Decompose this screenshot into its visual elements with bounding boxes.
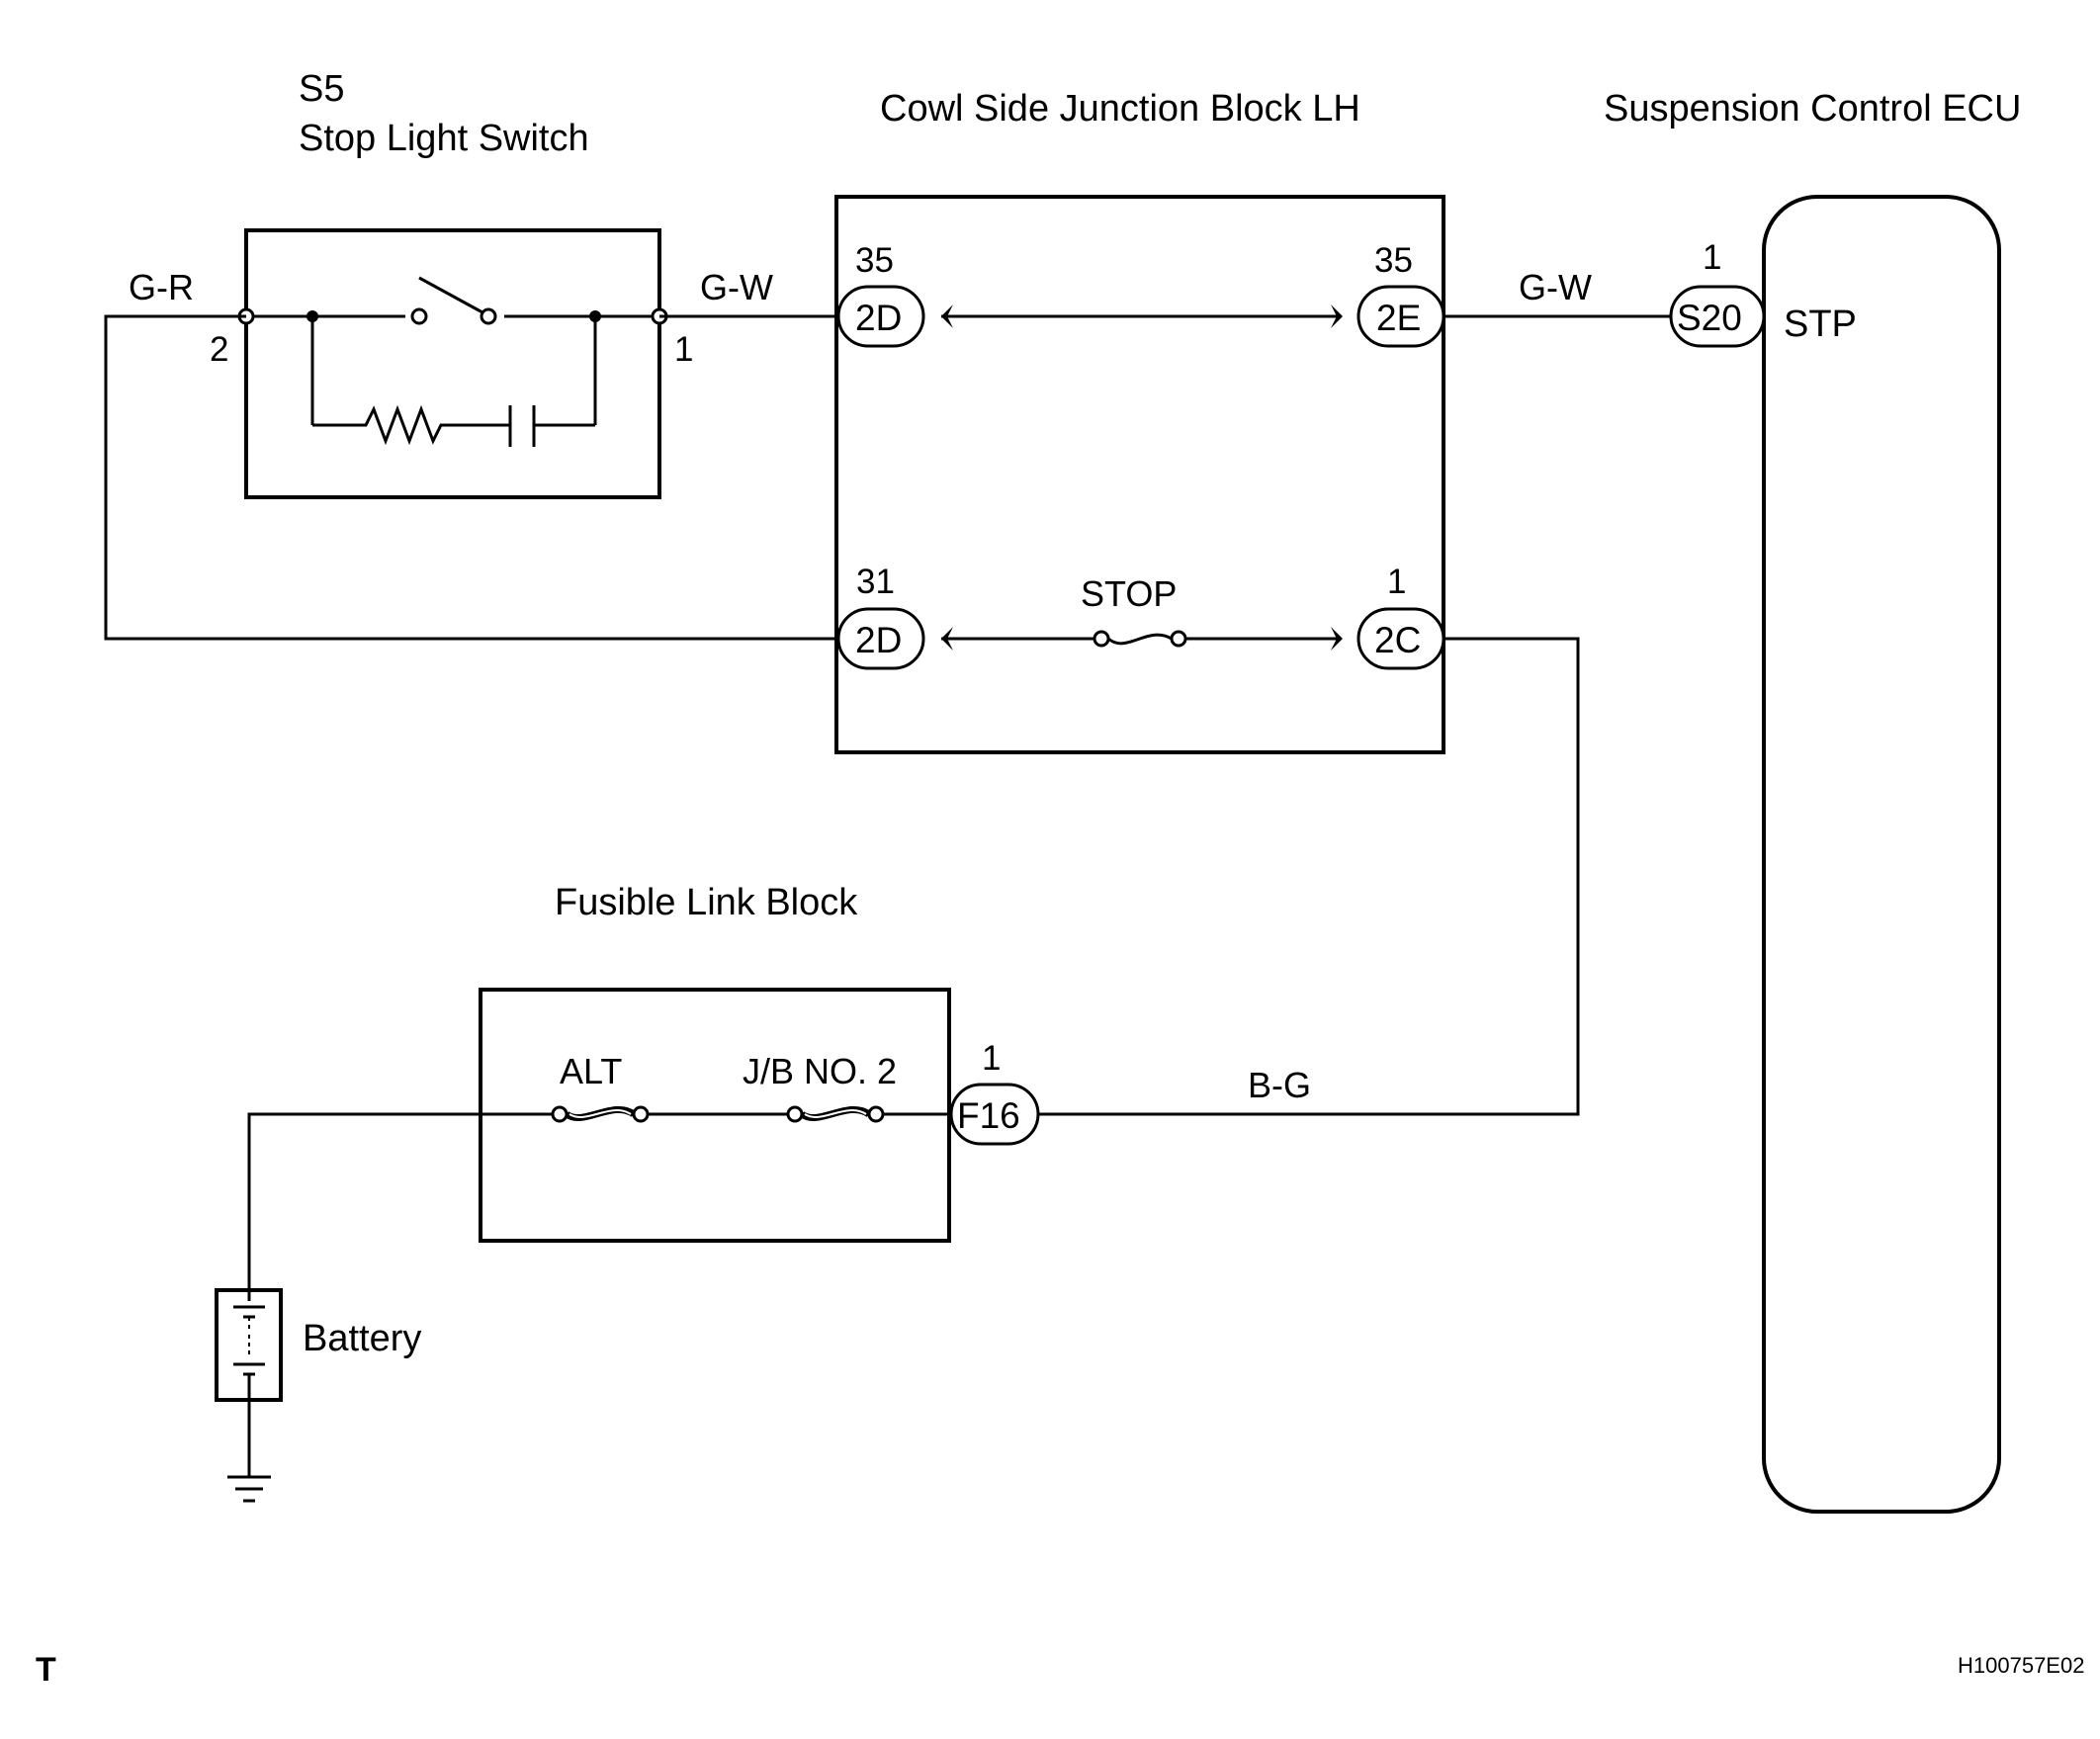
fusible-link-block: [479, 988, 951, 1243]
wire-battery-feed: [247, 1112, 481, 1290]
connector-s20: S20: [1669, 285, 1766, 348]
wire-g-r: [104, 314, 840, 641]
connector-f16: F16: [949, 1083, 1040, 1146]
switch-title: Stop Light Switch: [299, 118, 589, 159]
connector-pin: 35: [855, 241, 894, 280]
connector-pin: 31: [856, 563, 895, 601]
switch-contact-icon: [410, 307, 428, 325]
suspension-control-ecu: [1762, 195, 2001, 1514]
wire-label-g-w-switch: G-W: [700, 267, 773, 307]
switch-contact-icon: [480, 307, 497, 325]
ground-icon: [227, 1475, 271, 1503]
connector-label: 2D: [855, 298, 902, 338]
switch-code: S5: [299, 68, 344, 110]
connector-pin: 35: [1374, 241, 1413, 280]
ecu-title: Suspension Control ECU: [1604, 88, 2021, 130]
battery-icon: [215, 1288, 283, 1402]
stop-light-switch: [237, 228, 668, 499]
connector-2d-top: 2D: [836, 285, 925, 348]
connector-2c: 2C: [1356, 607, 1445, 670]
jb-no2-fuse-label: J/B NO. 2: [743, 1051, 897, 1091]
wire-b-g: [1036, 637, 1580, 1116]
stop-fuse-label: STOP: [1081, 573, 1177, 614]
resistor-icon: [312, 404, 510, 446]
junction-block: [834, 195, 1445, 754]
connector-pin: 1: [982, 1039, 1001, 1078]
battery-label: Battery: [303, 1318, 421, 1359]
ecu-terminal-label: STP: [1784, 304, 1857, 345]
connector-label: S20: [1677, 298, 1742, 338]
connector-label: 2C: [1374, 620, 1421, 660]
arrow-icon: [1331, 627, 1343, 651]
connector-label: 2D: [855, 620, 902, 660]
connector-label: F16: [957, 1095, 1020, 1136]
stop-fuse-icon: [1093, 630, 1187, 648]
wire-label-b-g: B-G: [1248, 1065, 1311, 1105]
connector-pin: 1: [1703, 238, 1721, 277]
connector-pin: 1: [1387, 563, 1406, 601]
alt-fuse-icon: [551, 1105, 650, 1123]
arrow-icon: [941, 627, 953, 651]
fusible-link-block-title: Fusible Link Block: [555, 882, 858, 923]
wire-label-g-r: G-R: [129, 267, 194, 307]
jb-no2-fuse-icon: [786, 1105, 885, 1123]
footer-marker: T: [36, 1651, 56, 1689]
switch-pin-left: 2: [210, 330, 228, 369]
arrow-icon: [941, 304, 953, 328]
wire-label-g-w-ecu: G-W: [1519, 267, 1592, 307]
connector-2d-bottom: 2D: [836, 607, 925, 670]
alt-fuse-label: ALT: [560, 1051, 622, 1091]
connector-2e: 2E: [1356, 285, 1445, 348]
junction-block-title: Cowl Side Junction Block LH: [880, 88, 1360, 130]
diagram-code: H100757E02: [1958, 1653, 2084, 1678]
connector-label: 2E: [1376, 298, 1421, 338]
arrow-icon: [1331, 304, 1343, 328]
switch-pin-right: 1: [674, 330, 693, 369]
